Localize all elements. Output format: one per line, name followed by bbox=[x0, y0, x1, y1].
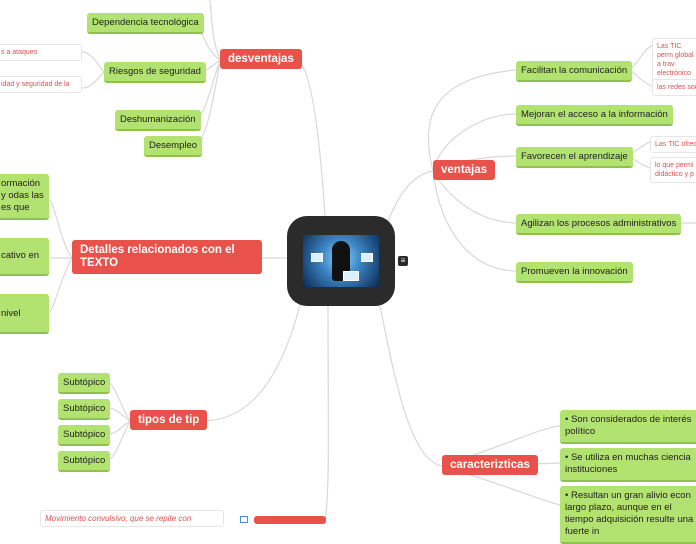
note-ataques[interactable]: s a ataques bbox=[0, 44, 82, 61]
link-center-tipos bbox=[203, 304, 301, 422]
subtopic-tipo-3[interactable]: Subtópico bbox=[58, 425, 111, 446]
note-seguridad[interactable]: idad y seguridad de la bbox=[0, 76, 82, 93]
subtopic-tipo-1[interactable]: Subtópico bbox=[58, 373, 111, 394]
subtopic-desempleo[interactable]: Desempleo bbox=[144, 136, 203, 157]
central-topic-node[interactable] bbox=[287, 216, 395, 306]
subtopic-comunicacion[interactable]: Facilitan la comunicación bbox=[516, 61, 633, 82]
note-tic-ofrecen[interactable]: Las TIC ofrec bbox=[650, 136, 696, 153]
notes-icon[interactable]: ≡ bbox=[398, 256, 408, 266]
subtopic-detalle-nivel[interactable]: nivel bbox=[0, 294, 49, 334]
subtopic-acceso-informacion[interactable]: Mejoran el acceso a la información bbox=[516, 105, 673, 126]
topic-caracteristicas[interactable]: caracterizticas bbox=[442, 455, 538, 475]
link-center-ventajas bbox=[384, 170, 434, 231]
link-center-caracteristicas bbox=[379, 305, 443, 467]
subtopic-interes-politico[interactable]: • Son considerados de interés político bbox=[560, 410, 696, 444]
subtopic-dependencia[interactable]: Dependencia tecnológica bbox=[87, 13, 204, 34]
subtopic-innovacion[interactable]: Promueven la innovación bbox=[516, 262, 633, 283]
link-center-desventajas bbox=[297, 59, 326, 217]
subtopic-detalle-educativo[interactable]: cativo en bbox=[0, 238, 49, 276]
subtopic-riesgos[interactable]: Riesgos de seguridad bbox=[104, 62, 206, 83]
subtopic-procesos-administrativos[interactable]: Agilizan los procesos administrativos bbox=[516, 214, 682, 235]
topic-bottom-partial[interactable] bbox=[254, 516, 326, 524]
subtopic-detalle-informacion[interactable]: ormación y odas las es que bbox=[0, 174, 49, 220]
subtopic-deshumanizacion[interactable]: Deshumanización bbox=[115, 110, 201, 131]
link-desv-top bbox=[209, 0, 221, 61]
note-tic-global[interactable]: Las TIC perm global a trav electrónico bbox=[652, 38, 696, 82]
topic-detalles-texto[interactable]: Detalles relacionados con el TEXTO bbox=[72, 240, 262, 274]
link-center-bottom bbox=[324, 305, 329, 520]
subtopic-tipo-2[interactable]: Subtópico bbox=[58, 399, 111, 420]
note-movimiento-convulsivo[interactable]: Movimiento convulsivo, que se repite con bbox=[40, 510, 224, 527]
note-didactico[interactable]: lo que permi didáctico y p bbox=[650, 157, 696, 183]
subtopic-tipo-4[interactable]: Subtópico bbox=[58, 451, 111, 472]
topic-tipos-de-tip[interactable]: tipos de tip bbox=[130, 410, 208, 430]
topic-desventajas[interactable]: desventajas bbox=[220, 49, 302, 69]
note-redes-sociales[interactable]: las redes soc bbox=[652, 79, 696, 96]
subtopic-aprendizaje[interactable]: Favorecen el aprendizaje bbox=[516, 147, 633, 168]
subtopic-ciencias[interactable]: • Se utiliza en muchas ciencia instituci… bbox=[560, 448, 696, 482]
topic-ventajas[interactable]: ventajas bbox=[433, 160, 496, 180]
subtopic-alivio-economico[interactable]: • Resultan un gran alivio econ largo pla… bbox=[560, 486, 696, 544]
technology-hands-image bbox=[303, 235, 379, 287]
